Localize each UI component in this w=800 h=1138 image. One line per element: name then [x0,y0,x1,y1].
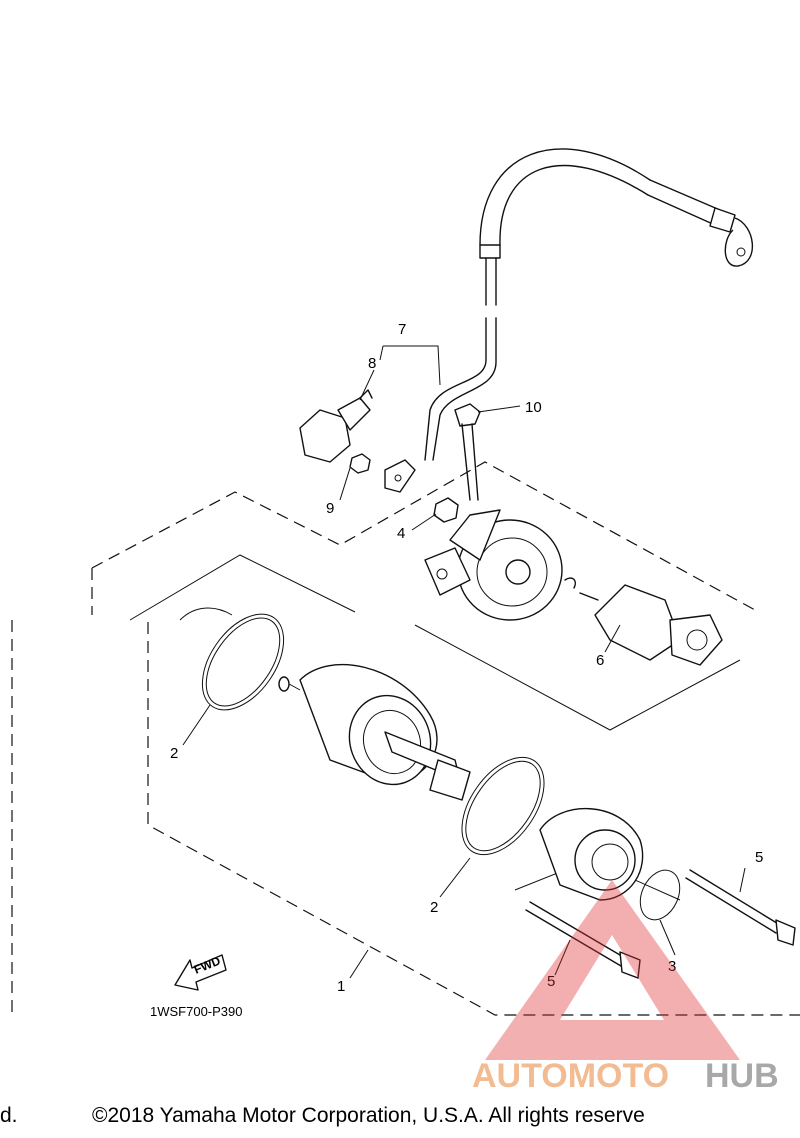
o-ring-3 [639,869,681,921]
label-part-4: 4 [397,525,405,542]
label-part-5b: 5 [547,973,555,990]
o-ring-2a [179,607,285,711]
label-part-1: 1 [337,978,345,995]
svg-text:HUB: HUB [705,1057,779,1095]
front-cover [539,808,644,901]
watermark-logo: AUTOMOTO HUB [472,880,779,1095]
label-part-9: 9 [326,500,334,517]
through-bolt-5b [525,901,641,979]
through-bolt-5a [685,869,796,946]
nut-9 [349,453,371,474]
motor-yoke [278,663,471,801]
brush-holder [579,584,723,666]
copyright-text: ©2018 Yamaha Motor Corporation, U.S.A. A… [92,1104,645,1127]
label-part-2a: 2 [170,745,178,762]
label-part-6: 6 [596,652,604,669]
terminal-cap [299,389,373,463]
label-part-2b: 2 [430,899,438,916]
bolt-10 [454,403,481,501]
footer: d. ©2018 Yamaha Motor Corporation, U.S.A… [0,1100,800,1138]
watermark-triangle-icon [485,880,740,1060]
leader-lines [182,345,746,979]
label-part-8: 8 [368,355,376,372]
o-ring-2b [461,756,545,856]
starter-cable [384,148,754,493]
clip [564,577,576,589]
nut-4 [433,497,459,523]
svg-text:AUTOMOTO: AUTOMOTO [472,1057,669,1095]
diagram-code: 1WSF700-P390 [150,1004,243,1019]
label-part-3: 3 [668,958,676,975]
label-part-5a: 5 [755,849,763,866]
label-part-10: 10 [525,399,542,416]
footer-left-fragment: d. [0,1104,18,1127]
rear-cover [424,509,563,621]
fwd-arrow-icon: FWD [174,953,227,991]
label-part-7: 7 [398,321,406,338]
